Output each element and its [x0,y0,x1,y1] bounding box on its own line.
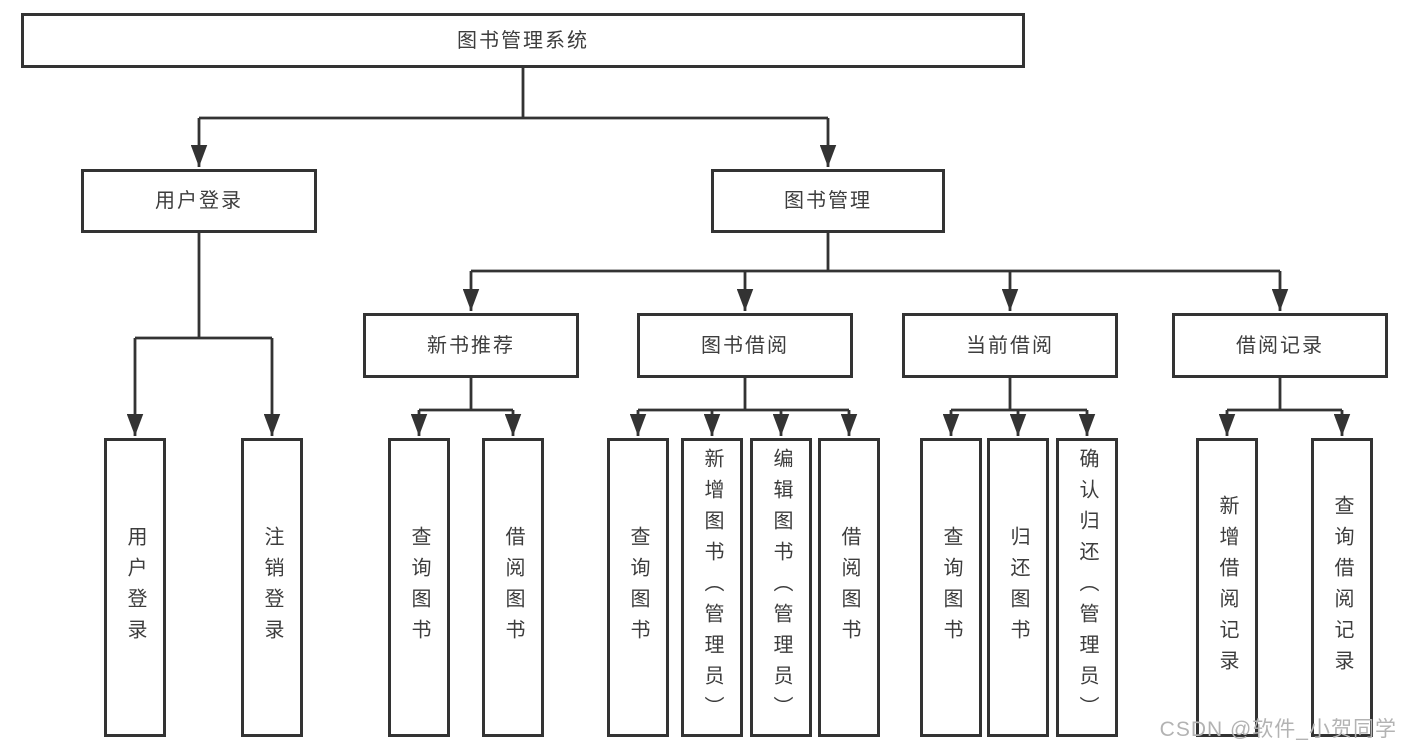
node-new-book-recommendation: 新书推荐 [363,313,579,378]
leaf-return-books: 归还图书 [987,438,1049,737]
leaf-add-borrow-record: 新增借阅记录 [1196,438,1258,737]
leaf-user-login: 用户登录 [104,438,166,737]
node-label: 用户登录 [155,190,243,212]
node-label: 归还图书 [1007,525,1029,650]
leaf-edit-books-admin: 编辑图书（管理员） [750,438,812,737]
csdn-watermark: CSDN @软件_小贺同学 [1159,718,1397,741]
leaf-query-books-current: 查询图书 [920,438,982,737]
node-current-borrowing: 当前借阅 [902,313,1118,378]
node-label: 图书管理系统 [457,29,589,52]
leaf-add-books-admin: 新增图书（管理员） [681,438,743,737]
node-label: 当前借阅 [966,334,1054,357]
node-label: 借阅图书 [502,525,524,650]
leaf-query-borrow-record: 查询借阅记录 [1311,438,1373,737]
node-label: 新增图书（管理员） [701,448,723,727]
leaf-borrow-books-borrowing: 借阅图书 [818,438,880,737]
node-label: 用户登录 [124,525,146,650]
leaf-borrow-books-recommend: 借阅图书 [482,438,544,737]
node-label: 编辑图书（管理员） [770,448,792,727]
node-user-login-branch: 用户登录 [81,169,317,233]
node-label: 新增借阅记录 [1216,494,1238,681]
node-borrowing-records: 借阅记录 [1172,313,1388,378]
node-label: 借阅记录 [1236,334,1324,357]
node-label: 查询图书 [940,525,962,650]
node-book-borrowing: 图书借阅 [637,313,853,378]
node-label: 图书借阅 [701,334,789,357]
node-label: 确认归还（管理员） [1076,448,1098,727]
node-library-management-system: 图书管理系统 [21,13,1025,68]
leaf-query-books-borrowing: 查询图书 [607,438,669,737]
node-label: 借阅图书 [838,525,860,650]
leaf-confirm-return-admin: 确认归还（管理员） [1056,438,1118,737]
node-label: 注销登录 [261,525,283,650]
node-label: 查询图书 [627,525,649,650]
node-label: 图书管理 [784,190,872,212]
node-label: 查询图书 [408,525,430,650]
node-label: 查询借阅记录 [1331,494,1353,681]
node-label: 新书推荐 [427,334,515,357]
leaf-query-books-recommend: 查询图书 [388,438,450,737]
node-book-management-branch: 图书管理 [711,169,945,233]
leaf-logout: 注销登录 [241,438,303,737]
